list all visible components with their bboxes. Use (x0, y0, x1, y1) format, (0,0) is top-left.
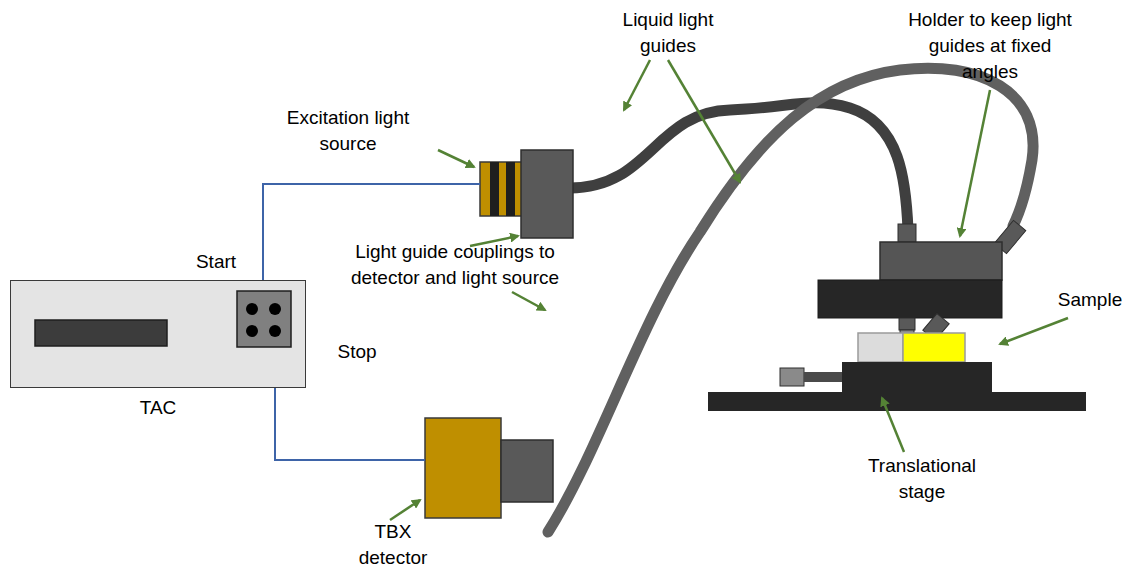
leader-arrow (1000, 318, 1068, 344)
holder-lower (818, 280, 1002, 318)
tac-front-panel (11, 281, 304, 386)
leader-arrow (390, 500, 420, 520)
part-label: Excitation light source (266, 105, 431, 157)
part-label: Liquid light guides (606, 7, 731, 59)
sample-yellow (903, 333, 965, 362)
part-label: Start (181, 249, 251, 275)
tac-display (35, 320, 167, 346)
tac-socket (246, 325, 258, 337)
light-guide (548, 68, 1033, 532)
tac-unit: TAC (10, 280, 306, 388)
tac-socket (269, 303, 281, 315)
guide-connector (898, 224, 916, 242)
leader-arrow (512, 292, 545, 310)
tac-socket (269, 325, 281, 337)
probe (899, 318, 915, 330)
part-label: Light guide couplings to detector and li… (335, 239, 575, 291)
stage-base (708, 392, 1086, 411)
tac-socket (246, 303, 258, 315)
stage-knob-shaft (804, 372, 842, 382)
holder-upper (880, 242, 1002, 280)
leader-arrow (960, 90, 990, 236)
light-source-band (506, 162, 515, 216)
light-guide-coupling (501, 440, 553, 502)
tbx-detector-body (425, 418, 501, 518)
part-label: Stop (322, 339, 392, 365)
part-label: TBX detector (351, 519, 436, 571)
stage-knob (780, 368, 804, 386)
light-guide-coupling (521, 150, 573, 238)
device-name: TAC (11, 395, 305, 421)
leader-arrow (882, 398, 904, 452)
leader-arrow (438, 150, 474, 167)
sample-reference (858, 333, 903, 362)
light-source-body (480, 162, 522, 216)
leader-arrows (390, 60, 1068, 520)
part-label: Sample (1050, 287, 1130, 313)
leader-arrow (624, 60, 650, 110)
light-guide (570, 103, 908, 230)
part-label: Holder to keep light guides at fixed ang… (899, 7, 1081, 85)
leader-arrow (668, 60, 740, 182)
tac-connector-panel (237, 291, 291, 347)
light-source-band (490, 162, 499, 216)
part-label: Translational stage (850, 453, 995, 505)
stage-top (842, 362, 992, 393)
